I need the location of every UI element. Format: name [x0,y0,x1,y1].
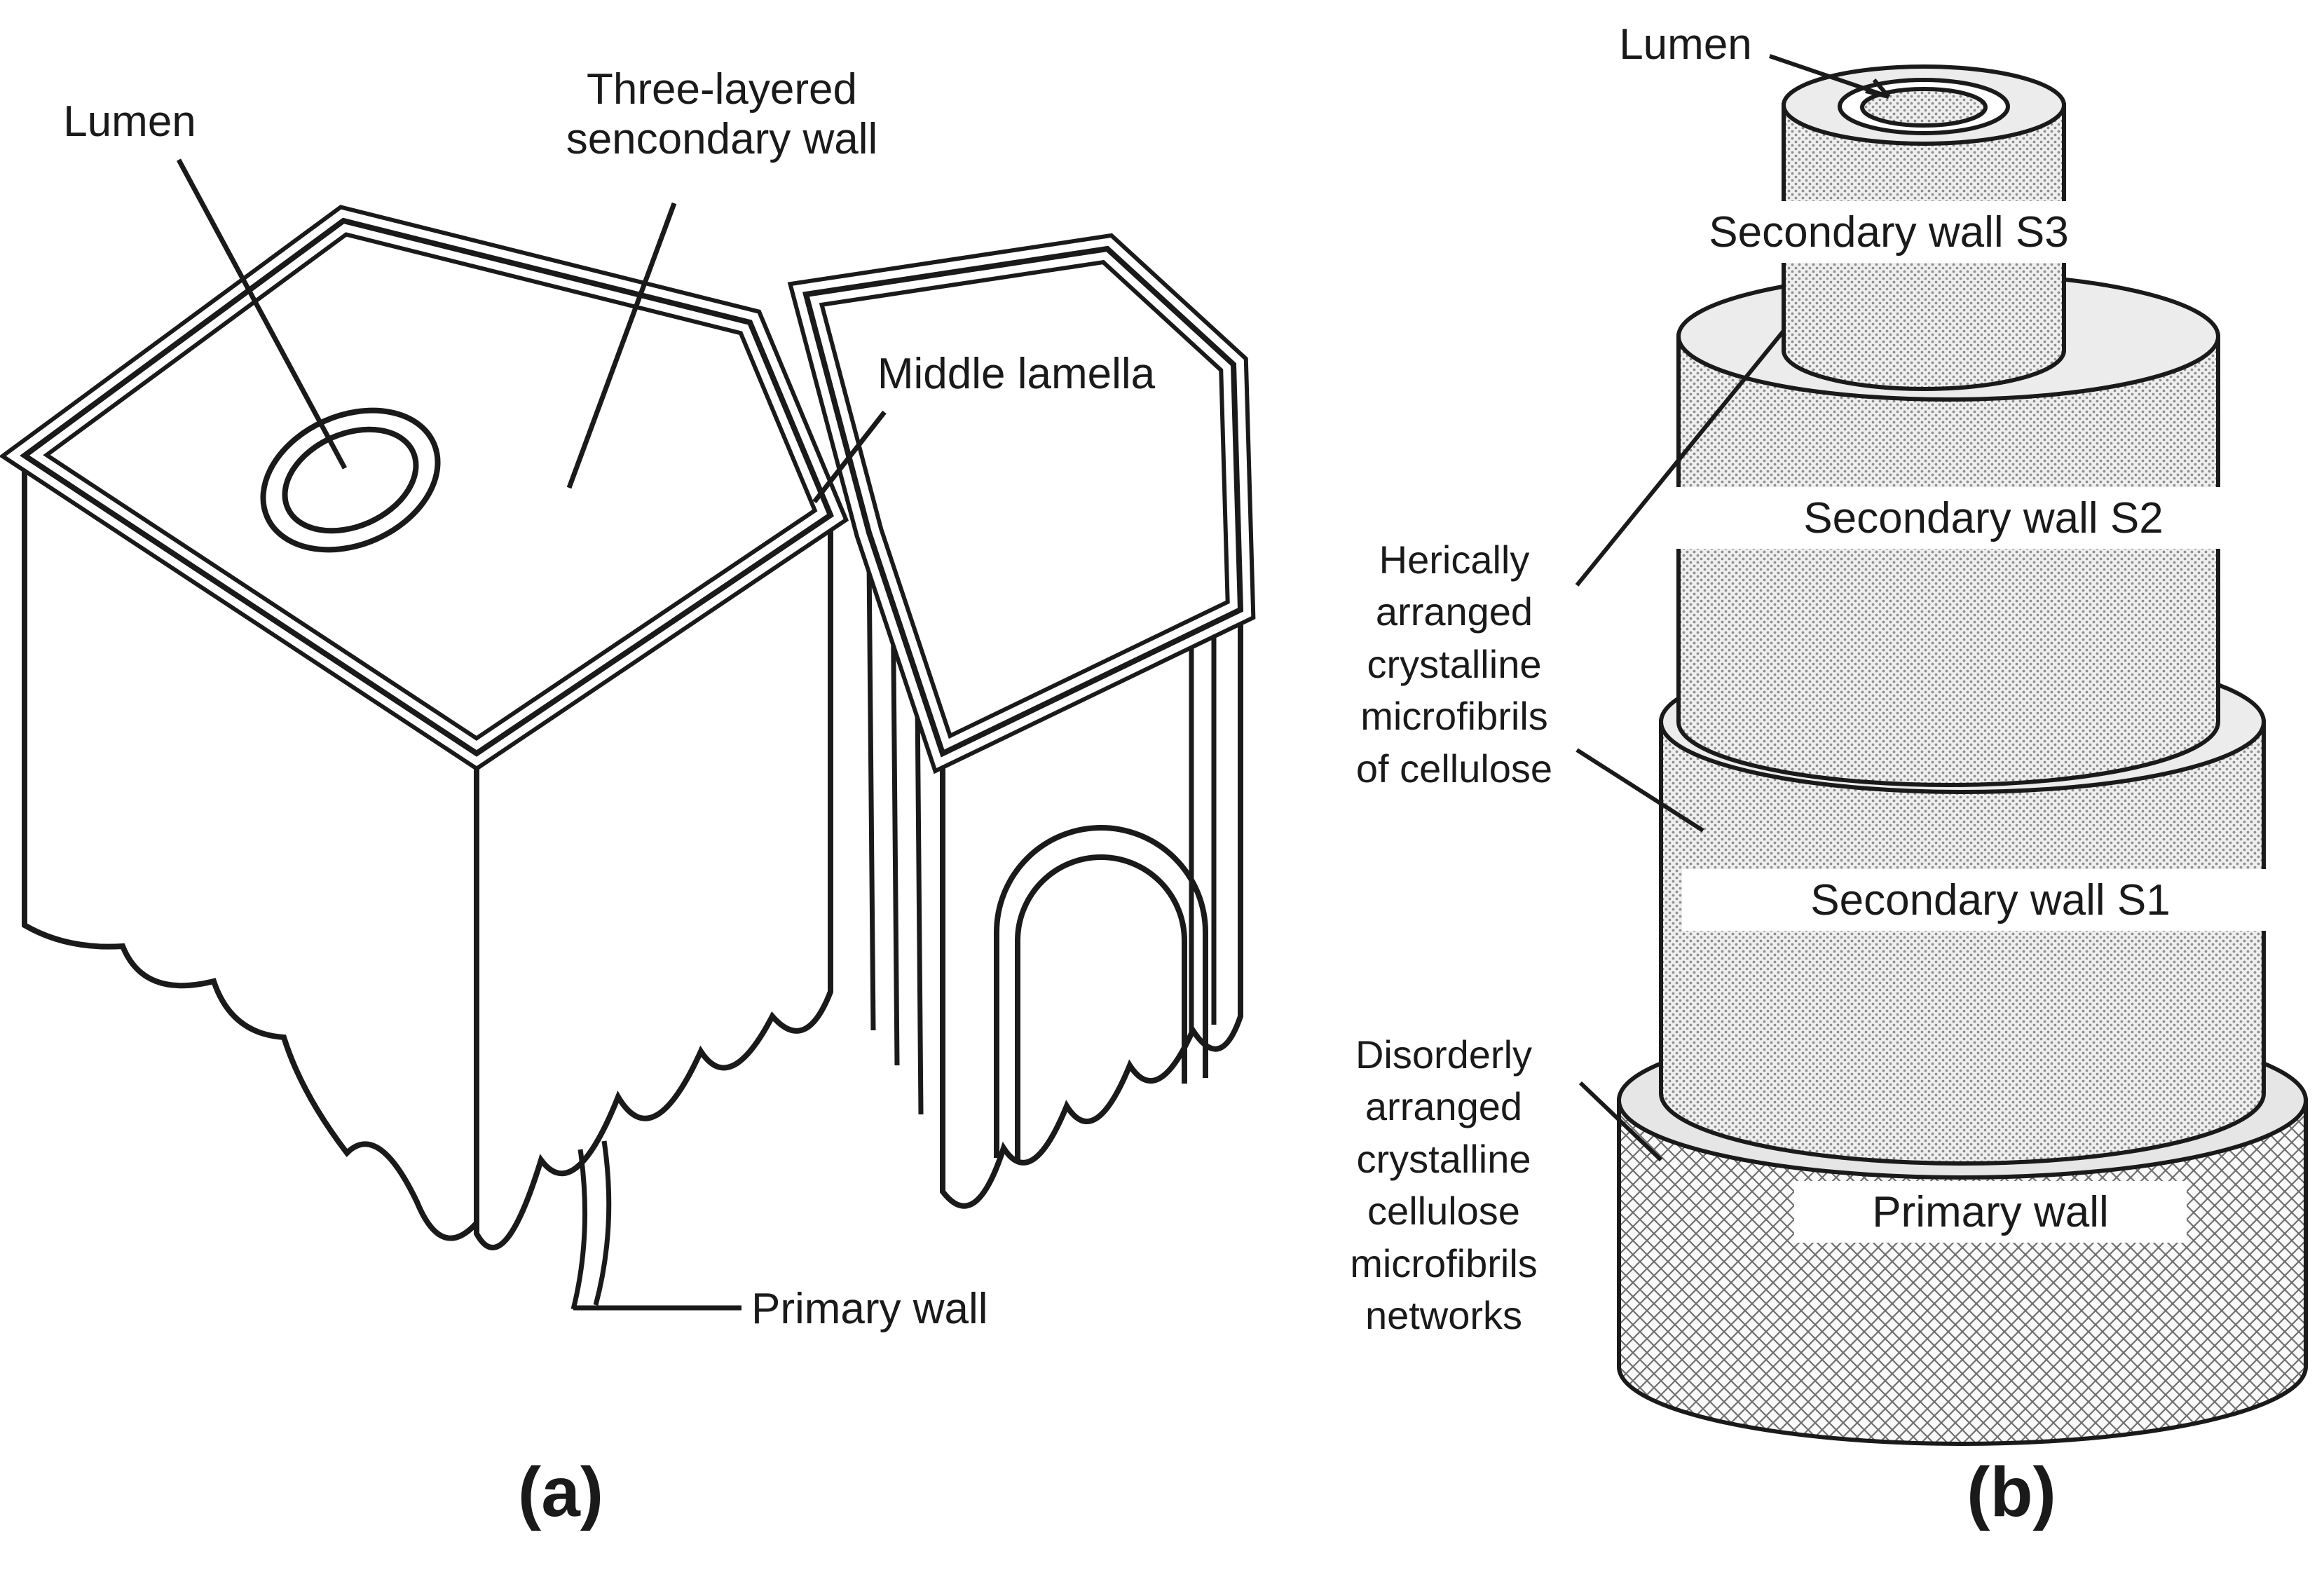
note-helical-line: crystalline [1367,641,1542,686]
lumen-hole-inner [1860,87,1988,128]
label-secondary-wall-s3: Secondary wall S3 [1580,201,2197,263]
note-helical-line: of cellulose [1355,746,1553,791]
label-secondary-wall-s2: Secondary wall S2 [1675,487,2292,549]
caption-panel-b: (b) [1967,1453,2056,1531]
label-lumen-b: Lumen [1619,20,1752,69]
note-helical-microfibrils: Herically arranged crystalline microfibr… [1332,534,1577,795]
note-disorderly-line: microfibrils [1350,1241,1538,1285]
lumen-opening [260,407,441,553]
note-disorderly-line: crystalline [1356,1136,1531,1181]
label-lumen-a: Lumen [63,97,196,146]
note-helical-line: microfibrils [1360,694,1548,739]
panel-a-leader-lines [176,158,887,1311]
left-cell-front-left-face [22,450,479,1241]
panel-b-diagram [1575,54,2308,1446]
note-disorderly-line: Disorderly [1355,1032,1533,1077]
arch-outer-line [994,825,1208,1158]
lumen-arrowhead [1865,78,1891,99]
label-primary-wall-a: Primary wall [751,1285,988,1333]
neighbor-cell-top-face [787,233,1256,774]
caption-panel-a: (a) [517,1453,604,1531]
panel-a-diagram [0,158,1256,1311]
note-disorderly-line: arranged [1365,1084,1523,1129]
label-three-layered-line1: Three-layered [587,65,857,114]
label-middle-lamella: Middle lamella [877,350,1156,398]
label-three-layered-secondary-wall: Three-layered sencondary wall [519,64,925,165]
note-disorderly-microfibrils: Disorderly arranged crystalline cellulos… [1318,1029,1570,1342]
panel-b-leader-lines [1575,54,1891,1162]
arch-inner-line [1015,854,1187,1162]
label-three-layered-line2: sencondary wall [566,115,878,164]
label-secondary-wall-s1: Secondary wall S1 [1682,869,2299,931]
neighbor-cell-layer-lines [1189,622,1217,1032]
note-helical-line: Herically [1379,538,1530,582]
torn-wall-shred [593,1140,612,1306]
note-disorderly-line: networks [1365,1293,1523,1338]
torn-wall-shred [570,1149,588,1310]
note-helical-line: arranged [1375,589,1533,634]
label-primary-wall-b: Primary wall [1794,1181,2187,1243]
note-disorderly-line: cellulose [1367,1189,1520,1234]
